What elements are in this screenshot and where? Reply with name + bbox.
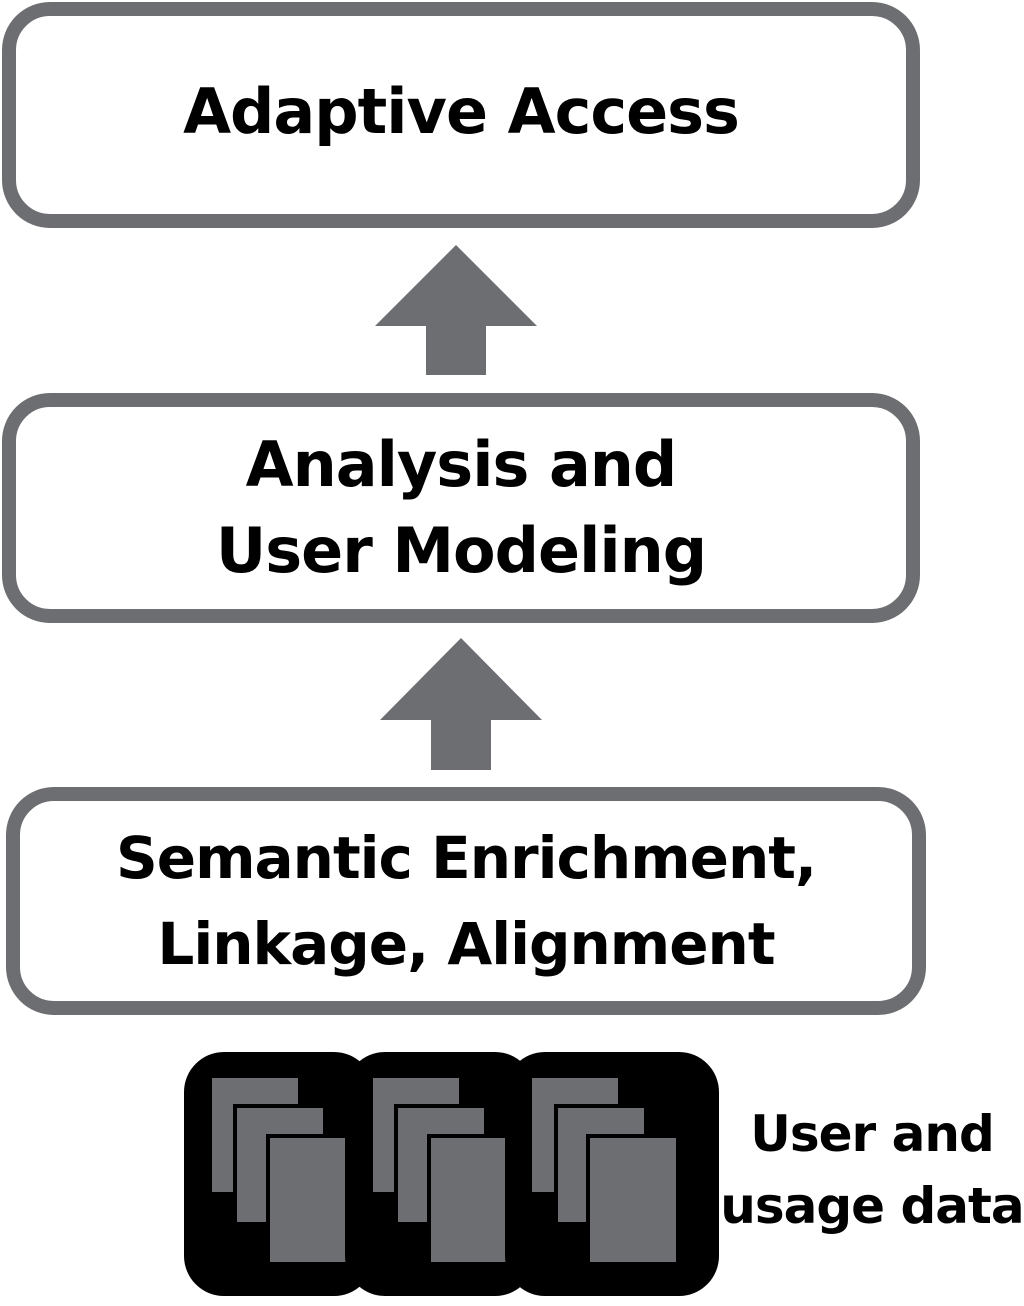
document-stack-icon	[505, 1052, 719, 1296]
analysis-line-2: User Modeling	[215, 514, 707, 587]
semantic-line-2: Linkage, Alignment	[157, 910, 775, 978]
semantic-line-1: Semantic Enrichment,	[115, 824, 817, 892]
analysis-user-modeling-box: Analysis and User Modeling	[2, 393, 920, 623]
document-stack-icon	[184, 1052, 374, 1296]
up-arrow-icon	[375, 245, 537, 375]
data-label-line-1: User and	[750, 1105, 994, 1163]
analysis-line-1: Analysis and	[245, 428, 678, 501]
user-usage-data-label: User and usage data	[720, 1098, 1024, 1242]
data-label-line-2: usage data	[720, 1177, 1024, 1235]
document-stack-icon	[345, 1052, 535, 1296]
semantic-enrichment-box: Semantic Enrichment, Linkage, Alignment	[6, 787, 926, 1015]
up-arrow-icon	[380, 638, 542, 770]
adaptive-access-title: Adaptive Access	[183, 75, 740, 148]
adaptive-access-box: Adaptive Access	[2, 2, 920, 228]
